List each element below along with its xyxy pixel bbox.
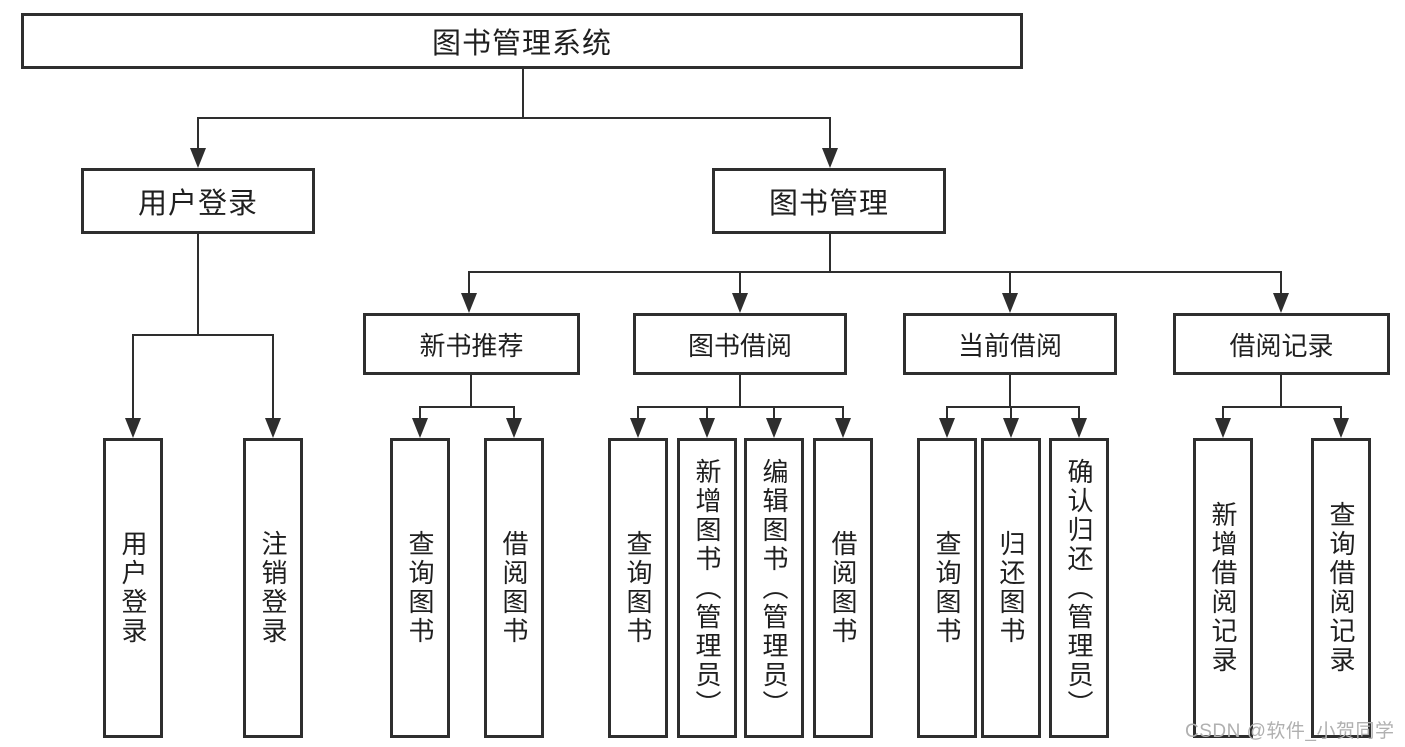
leaf-label: 查询借阅记录: [1326, 501, 1356, 675]
connector-line: [1280, 271, 1282, 295]
csdn-watermark: CSDN @软件_小贺同学: [1185, 721, 1395, 742]
arrowhead-icon: [835, 418, 851, 438]
arrowhead-icon: [822, 148, 838, 168]
arrowhead-icon: [190, 148, 206, 168]
connector-line: [946, 406, 948, 420]
leaf-borrow-books: 借阅图书: [813, 438, 873, 738]
node-current-borrowing: 当前借阅: [903, 313, 1117, 375]
connector-line: [468, 271, 1282, 273]
leaf-label: 查询图书: [405, 530, 435, 646]
connector-line: [1222, 406, 1342, 408]
arrowhead-icon: [699, 418, 715, 438]
leaf-confirm-return-admin: 确认归还（管理员）: [1049, 438, 1109, 738]
connector-line: [829, 117, 831, 150]
connector-line: [773, 406, 775, 420]
connector-line: [272, 334, 274, 420]
leaf-label: 确认归还（管理员）: [1064, 457, 1094, 719]
node-label: 图书管理系统: [431, 28, 612, 60]
connector-line: [1010, 406, 1012, 420]
connector-line: [829, 234, 831, 273]
node-root-library-system: 图书管理系统: [21, 13, 1023, 69]
leaf-label: 新增借阅记录: [1208, 501, 1238, 675]
leaf-add-borrow-record: 新增借阅记录: [1193, 438, 1253, 738]
connector-line: [470, 375, 472, 408]
node-book-borrowing: 图书借阅: [633, 313, 847, 375]
connector-line: [197, 117, 831, 119]
leaf-add-books-admin: 新增图书（管理员）: [677, 438, 737, 738]
connector-line: [637, 406, 639, 420]
connector-line: [1078, 406, 1080, 420]
leaf-query-books-current: 查询图书: [917, 438, 977, 738]
leaf-label: 归还图书: [996, 530, 1026, 646]
leaf-edit-books-admin: 编辑图书（管理员）: [744, 438, 804, 738]
connector-line: [706, 406, 708, 420]
leaf-label: 查询图书: [932, 530, 962, 646]
connector-line: [1280, 375, 1282, 408]
arrowhead-icon: [732, 293, 748, 313]
connector-line: [842, 406, 844, 420]
arrowhead-icon: [265, 418, 281, 438]
leaf-query-books-borrowing: 查询图书: [608, 438, 668, 738]
node-borrow-records: 借阅记录: [1173, 313, 1390, 375]
arrowhead-icon: [1002, 293, 1018, 313]
arrowhead-icon: [1333, 418, 1349, 438]
leaf-label: 新增图书（管理员）: [692, 457, 722, 719]
connector-line: [419, 406, 515, 408]
leaf-logout: 注销登录: [243, 438, 303, 738]
node-new-book-recommend: 新书推荐: [363, 313, 580, 375]
connector-line: [197, 234, 199, 336]
connector-line: [739, 271, 741, 295]
node-label: 图书管理: [768, 188, 889, 220]
leaf-label: 查询图书: [623, 530, 653, 646]
node-label: 当前借阅: [957, 330, 1062, 361]
connector-line: [1222, 406, 1224, 420]
leaf-label: 借阅图书: [828, 530, 858, 646]
connector-line: [513, 406, 515, 420]
leaf-borrow-books-recommend: 借阅图书: [484, 438, 544, 738]
connector-line: [739, 375, 741, 408]
node-label: 新书推荐: [419, 330, 524, 361]
node-book-management: 图书管理: [712, 168, 946, 234]
arrowhead-icon: [1071, 418, 1087, 438]
leaf-query-books-recommend: 查询图书: [390, 438, 450, 738]
connector-line: [946, 406, 1080, 408]
connector-line: [419, 406, 421, 420]
connector-line: [468, 271, 470, 295]
connector-line: [637, 406, 843, 408]
node-user-login: 用户登录: [81, 168, 315, 234]
node-label: 借阅记录: [1229, 330, 1334, 361]
leaf-query-borrow-record: 查询借阅记录: [1311, 438, 1371, 738]
leaf-user-login: 用户登录: [103, 438, 163, 738]
connector-line: [132, 334, 134, 420]
connector-line: [197, 117, 199, 150]
connector-line: [522, 68, 524, 118]
leaf-return-books: 归还图书: [981, 438, 1041, 738]
node-label: 用户登录: [137, 188, 258, 220]
arrowhead-icon: [125, 418, 141, 438]
arrowhead-icon: [766, 418, 782, 438]
leaf-label: 编辑图书（管理员）: [759, 457, 789, 719]
arrowhead-icon: [630, 418, 646, 438]
leaf-label: 注销登录: [258, 530, 288, 646]
connector-line: [1340, 406, 1342, 420]
arrowhead-icon: [1215, 418, 1231, 438]
arrowhead-icon: [506, 418, 522, 438]
arrowhead-icon: [939, 418, 955, 438]
leaf-label: 用户登录: [118, 530, 148, 646]
node-label: 图书借阅: [687, 330, 792, 361]
leaf-label: 借阅图书: [499, 530, 529, 646]
arrowhead-icon: [412, 418, 428, 438]
connector-line: [1009, 271, 1011, 295]
arrowhead-icon: [461, 293, 477, 313]
connector-line: [1009, 375, 1011, 408]
arrowhead-icon: [1003, 418, 1019, 438]
arrowhead-icon: [1273, 293, 1289, 313]
connector-line: [132, 334, 274, 336]
